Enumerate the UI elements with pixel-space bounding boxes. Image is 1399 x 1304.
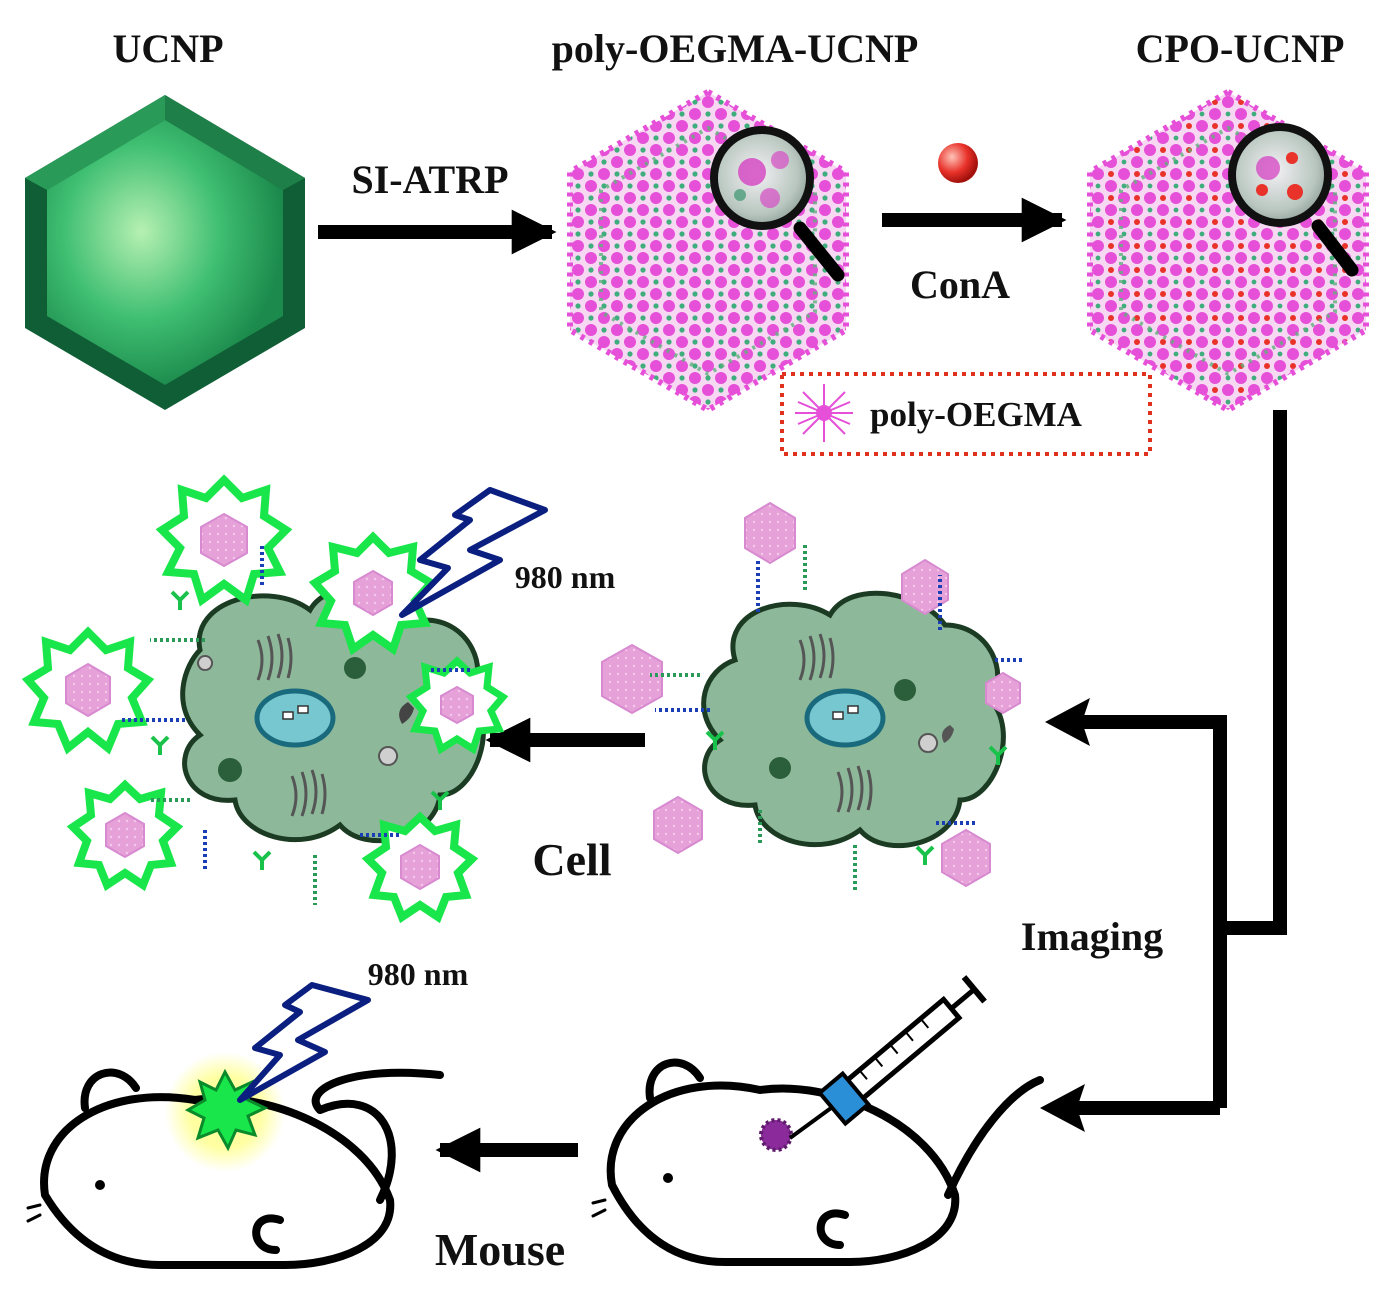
imaging-label: Imaging xyxy=(1021,914,1163,959)
surface-receptors xyxy=(650,545,1025,890)
ucnp-label: UCNP xyxy=(112,26,223,71)
ucnp-hexagon xyxy=(25,95,305,410)
free-nanoparticles xyxy=(601,501,1021,888)
magnifier-icon xyxy=(1228,123,1359,277)
connector-line xyxy=(1070,715,1227,1108)
cona-molecule-icon xyxy=(938,143,978,183)
mouse-label: Mouse xyxy=(435,1224,565,1275)
cpo-ucnp-particle xyxy=(1087,88,1369,414)
laser-bolt-icon xyxy=(237,982,371,1103)
cell-label: Cell xyxy=(532,834,611,885)
syringe-icon xyxy=(788,975,987,1140)
glowing-nanoparticles xyxy=(21,474,509,924)
y-antibody-icons xyxy=(150,590,450,870)
surface-receptors xyxy=(120,545,470,905)
magnifier-icon xyxy=(710,126,845,282)
poly-oegma-ucnp-particle xyxy=(567,88,849,414)
mouse-imaging-arrowhead xyxy=(1040,1084,1085,1132)
poly-oegma-legend-icon xyxy=(795,384,853,442)
connector-line xyxy=(1220,410,1287,935)
legend-label: poly-OEGMA xyxy=(870,395,1083,434)
poly-oegma-ucnp-label: poly-OEGMA-UCNP xyxy=(552,26,919,71)
cpo-ucnp-label: CPO-UCNP xyxy=(1136,26,1345,71)
laser-wavelength-mouse: 980 nm xyxy=(368,956,469,992)
laser-bolt-icon xyxy=(399,487,548,618)
cell-unlabeled xyxy=(701,590,1006,848)
mouse-imaged xyxy=(26,1068,444,1269)
legend-box: poly-OEGMA xyxy=(780,372,1152,456)
si-atrp-label: SI-ATRP xyxy=(351,157,508,202)
laser-wavelength-cell: 980 nm xyxy=(515,559,616,595)
cell-imaging-arrowhead xyxy=(1045,698,1090,746)
mouse-injected xyxy=(591,1058,1044,1266)
y-antibody-icons xyxy=(705,730,1008,865)
injection-site-icon xyxy=(759,1118,793,1152)
cona-label: ConA xyxy=(910,262,1010,307)
